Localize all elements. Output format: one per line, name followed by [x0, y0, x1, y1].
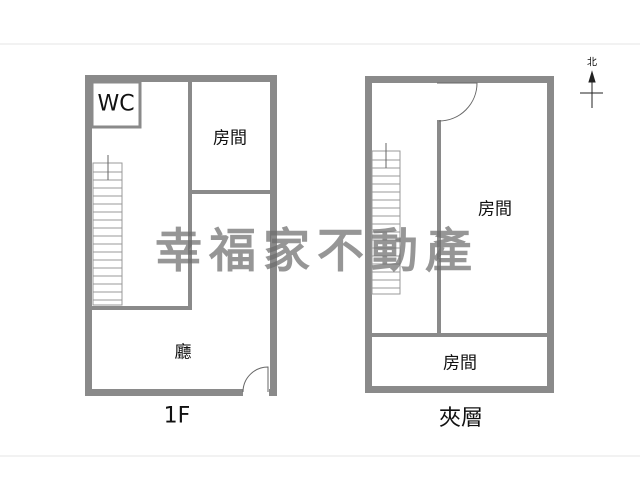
floor-label-1f: 1F: [163, 403, 191, 429]
door-arc: [437, 82, 478, 122]
room-label-bedroom-small: 房間: [443, 353, 477, 374]
room-label-bedroom: 房間: [213, 128, 247, 149]
outer-wall: [85, 75, 277, 396]
stairs: [92, 155, 123, 306]
compass-arrow-icon: [580, 70, 603, 108]
room-label-wc: WC: [97, 91, 135, 117]
outer-wall: [365, 76, 554, 393]
floor-1-plan: [85, 75, 277, 397]
stairs: [371, 143, 401, 295]
door-arc: [242, 366, 269, 393]
compass-north-label: 北: [587, 57, 597, 69]
room-label-bedroom-large: 房間: [478, 199, 512, 220]
floor-label-mezzanine: 夾層: [438, 406, 484, 431]
wc-wall: [90, 80, 142, 129]
mezzanine-plan: [365, 76, 554, 393]
watermark: 幸福家不動產: [155, 224, 479, 279]
room-label-living: 廳: [174, 342, 192, 363]
